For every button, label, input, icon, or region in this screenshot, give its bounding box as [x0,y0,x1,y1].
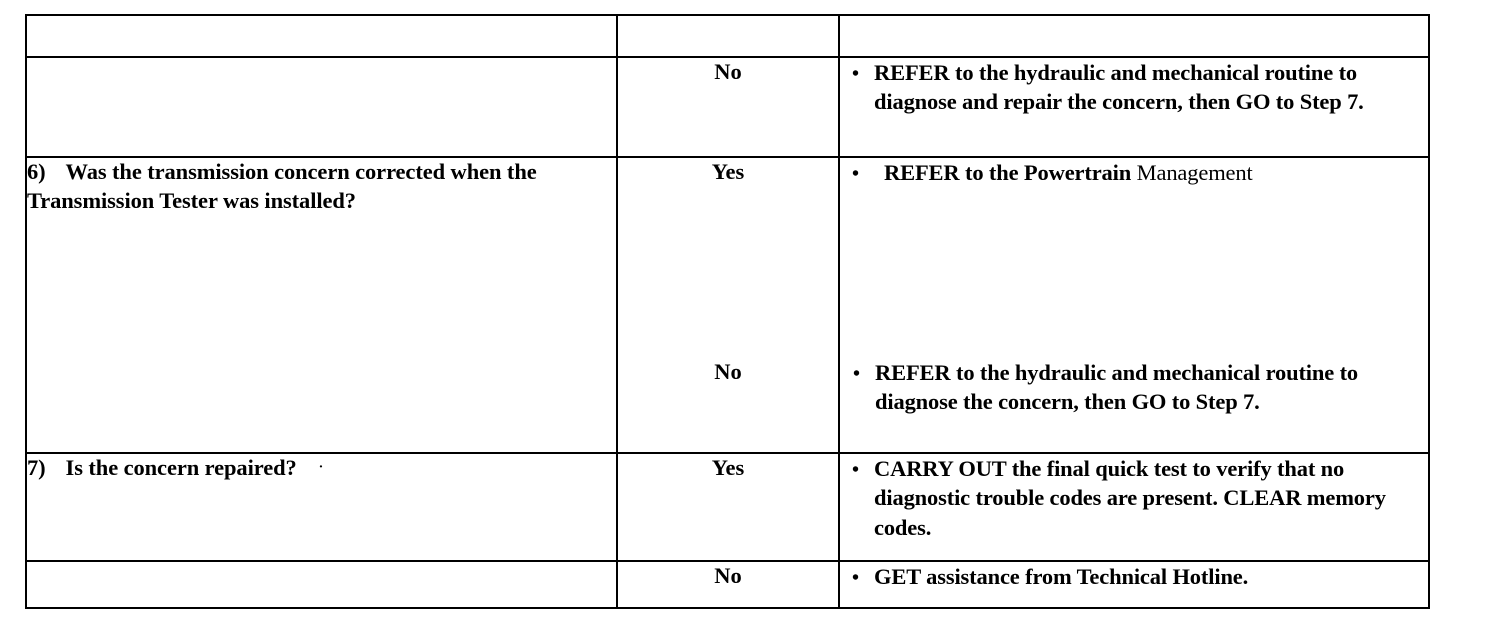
action-bullet-item: REFER to the Powertrain Management [840,158,1428,187]
question-cell: 7) Is the concern repaired? · [25,452,618,562]
action-bullet-item: REFER to the hydraulic and mechanical ro… [840,58,1428,117]
table-row: 6)Was the transmission concern corrected… [25,156,1430,454]
table-row: No REFER to the hydraulic and mechanical… [25,56,1430,158]
diagnostic-procedure-table: No REFER to the hydraulic and mechanical… [25,14,1430,609]
answer-value: No [714,359,742,384]
action-text: REFER to the hydraulic and mechanical ro… [874,60,1364,115]
question-cell [25,561,618,609]
bullet-icon [853,358,862,387]
table-row: No GET assistance from Technical Hotline… [25,561,1430,609]
header-cell-question [25,14,618,58]
bullet-icon [852,58,861,87]
header-cell-action [838,14,1430,58]
question-number: 7) [27,455,46,480]
bullet-icon [852,158,861,187]
answer-cell: Yes [616,156,840,454]
question-text: Is the concern repaired? [65,455,297,480]
action-text: CARRY OUT the final quick test to verify… [874,456,1386,540]
bullet-icon [852,562,861,591]
action-cell: CARRY OUT the final quick test to verify… [838,452,1430,562]
action-text: REFER to the Powertrain Management [874,158,1428,187]
question-cell: 6)Was the transmission concern corrected… [25,156,618,454]
action-cell: REFER to the hydraulic and mechanical ro… [838,56,1430,158]
table-row: 7) Is the concern repaired? · Yes CARRY OU… [25,452,1430,562]
answer-value: Yes [711,159,745,184]
action-bullet-item: REFER to the hydraulic and mechanical ro… [841,358,1421,417]
answer-cell-row6-no: No [617,358,839,385]
answer-cell: No [616,561,840,609]
question-text: Was the transmission concern corrected w… [27,159,537,213]
action-text: REFER to the hydraulic and mechanical ro… [875,360,1359,415]
answer-cell: Yes [616,452,840,562]
action-bullet-item: GET assistance from Technical Hotline. [840,562,1428,591]
action-cell: REFER to the Powertrain Management [838,156,1430,454]
header-cell-answer [616,14,840,58]
question-number: 6) [27,159,46,184]
action-text-light: Management [1136,160,1253,185]
action-text: GET assistance from Technical Hotline. [874,564,1249,589]
question-cell [25,56,618,158]
action-cell: GET assistance from Technical Hotline. [838,561,1430,609]
bullet-icon [852,454,861,483]
action-bullet-item: CARRY OUT the final quick test to verify… [840,454,1428,542]
answer-cell: No [616,56,840,158]
answer-value: No [714,563,742,588]
answer-value: Yes [711,455,745,480]
table-row-header [25,14,1430,58]
answer-value: No [714,59,742,84]
stray-mark: · [318,460,324,475]
action-text-bold: REFER to the Powertrain [884,160,1132,185]
action-cell-row6-no: REFER to the hydraulic and mechanical ro… [841,358,1421,417]
